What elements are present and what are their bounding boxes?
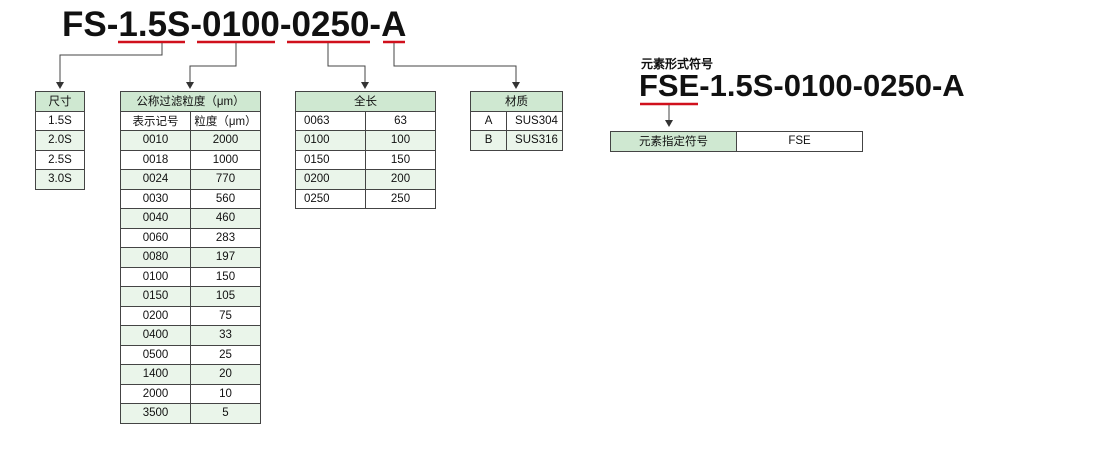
value-cell: 1000	[190, 149, 261, 170]
value-cell: SUS316	[506, 130, 563, 151]
value-cell: 100	[365, 130, 436, 151]
grain-header: 公称过滤粒度（μm）	[120, 91, 261, 112]
code-cell: 0150	[295, 149, 366, 170]
element-table-header: 元素指定符号	[610, 131, 737, 152]
size-header: 尺寸	[35, 91, 85, 112]
value-cell: 560	[190, 188, 261, 209]
size-row: 3.0S	[35, 169, 85, 190]
code-cell: 1400	[120, 364, 191, 385]
code-cell: 0150	[120, 286, 191, 307]
code-cell: 0250	[295, 188, 366, 209]
code-cell: 0063	[295, 110, 366, 131]
value-cell: 150	[190, 266, 261, 287]
code-cell: 0080	[120, 247, 191, 268]
element-model-code: FSE-1.5S-0100-0250-A	[639, 68, 965, 103]
grain-subheader-size: 粒度（μm）	[190, 110, 261, 131]
code-cell: 0010	[120, 130, 191, 151]
code-cell: 0018	[120, 149, 191, 170]
grain-subheader-code: 表示记号	[120, 110, 191, 131]
code-cell: 0200	[295, 169, 366, 190]
value-cell: SUS304	[506, 110, 563, 131]
value-cell: 150	[365, 149, 436, 170]
value-cell: 20	[190, 364, 261, 385]
value-cell: 2000	[190, 130, 261, 151]
code-cell: 0100	[120, 266, 191, 287]
value-cell: 200	[365, 169, 436, 190]
value-cell: 10	[190, 383, 261, 404]
size-row: 1.5S	[35, 110, 85, 131]
size-table: 尺寸 1.5S 2.0S 2.5S 3.0S	[35, 91, 85, 190]
element-type-label: 元素形式符号	[641, 57, 714, 71]
value-cell: 25	[190, 344, 261, 365]
element-table-value: FSE	[736, 131, 863, 152]
value-cell: 770	[190, 169, 261, 190]
code-cell: 0400	[120, 325, 191, 346]
code-cell: 0040	[120, 208, 191, 229]
code-cell: 0500	[120, 344, 191, 365]
value-cell: 5	[190, 403, 261, 424]
code-cell: A	[469, 110, 508, 131]
code-cell: 0100	[295, 130, 366, 151]
size-row: 2.0S	[35, 130, 85, 151]
size-row: 2.5S	[35, 149, 85, 170]
code-cell: 0024	[120, 169, 191, 190]
material-header: 材质	[470, 91, 563, 112]
code-cell: B	[469, 130, 508, 151]
value-cell: 460	[190, 208, 261, 229]
value-cell: 33	[190, 325, 261, 346]
value-cell: 75	[190, 305, 261, 326]
code-cell: 0030	[120, 188, 191, 209]
value-cell: 63	[365, 110, 436, 131]
code-cell: 3500	[120, 403, 191, 424]
value-cell: 250	[365, 188, 436, 209]
value-cell: 197	[190, 247, 261, 268]
length-header: 全长	[295, 91, 436, 112]
value-cell: 283	[190, 227, 261, 248]
code-cell: 0060	[120, 227, 191, 248]
value-cell: 105	[190, 286, 261, 307]
main-model-code: FS-1.5S-0100-0250-A	[62, 5, 407, 44]
code-cell: 2000	[120, 383, 191, 404]
code-cell: 0200	[120, 305, 191, 326]
